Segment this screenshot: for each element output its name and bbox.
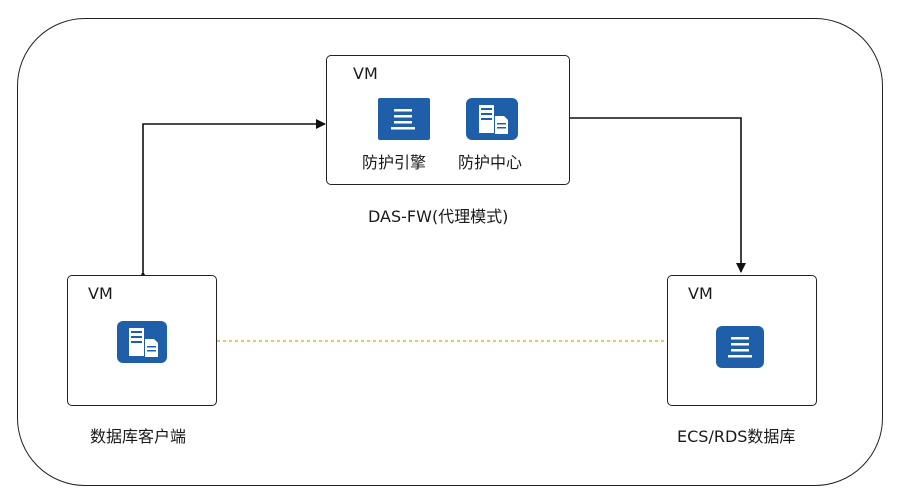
client-proxy-link: [138, 119, 326, 281]
client-caption: 数据库客户端: [90, 427, 187, 446]
center-label: 防护中心: [458, 153, 523, 172]
proxy-caption: DAS-FW(代理模式): [368, 207, 509, 226]
top-vm-box: VM: [326, 55, 570, 185]
vm-label: VM: [688, 284, 713, 303]
server-document-icon: [466, 98, 518, 144]
engine-label: 防护引擎: [362, 153, 427, 172]
database-caption: ECS/RDS数据库: [677, 427, 796, 446]
proxy-database-link: [561, 113, 746, 273]
vm-label: VM: [353, 64, 378, 83]
server-document-icon: [117, 321, 167, 367]
list-box-icon: [716, 326, 764, 372]
vm-label: VM: [88, 284, 113, 303]
list-box-icon: [378, 98, 430, 144]
diagram-frame: [17, 18, 883, 486]
